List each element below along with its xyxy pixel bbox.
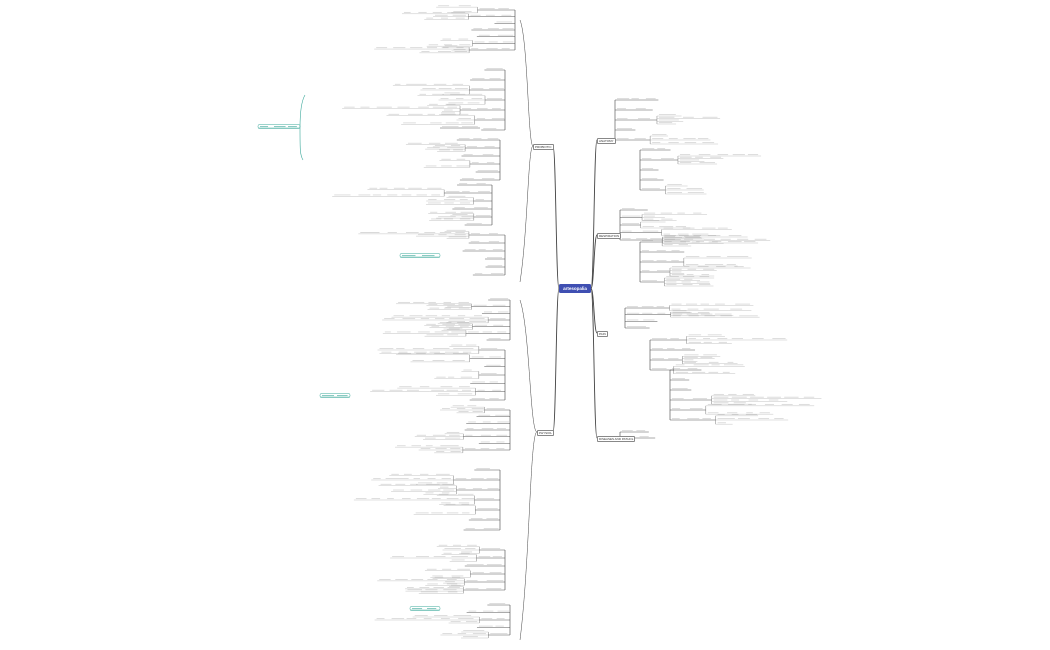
trunk-probiotic	[552, 145, 560, 289]
branch-label-diseases[interactable]: DISEASES AND PATHOL	[597, 436, 636, 442]
highlight-node	[319, 393, 351, 398]
highlight-node	[399, 253, 441, 258]
branch-label-physiol[interactable]: PHYSIOL	[537, 430, 555, 436]
teal-link	[299, 127, 304, 161]
branch-label-anatomy[interactable]: ANATOMY	[597, 138, 616, 144]
probiotic-stem-up	[519, 19, 534, 147]
branch-label-probiotic[interactable]: PROBIOTIC	[533, 144, 554, 150]
physiol-stem-up	[519, 299, 538, 433]
teal-link	[299, 94, 306, 129]
branch-label-respiration[interactable]: RESPIRATION	[597, 233, 622, 239]
probiotic-stem-down	[519, 145, 534, 283]
highlight-node	[409, 606, 441, 611]
root-node[interactable]: artesopalia	[559, 284, 591, 293]
trunk-diseases	[590, 288, 598, 439]
trunk-respiration	[590, 234, 598, 289]
trunk-anatomy	[590, 139, 598, 289]
physiol-stem-down	[519, 431, 538, 641]
branch-label-pain[interactable]: PAIN	[597, 331, 608, 337]
trunk-physiol	[552, 288, 560, 433]
trunk-pain	[590, 288, 598, 334]
